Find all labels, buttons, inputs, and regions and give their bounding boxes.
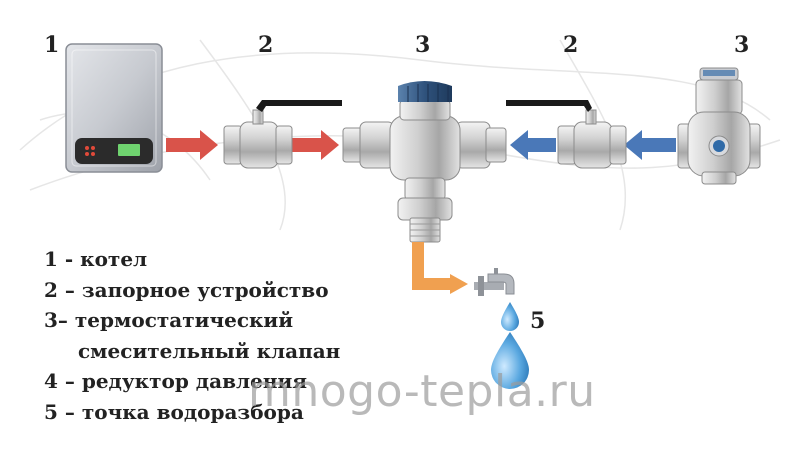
thermostatic-mixing-valve-icon: [342, 81, 507, 243]
legend-item: 2 – запорное устройство: [44, 277, 329, 302]
mixed-water-arrow: [412, 242, 468, 294]
legend-item: 5 – точка водоразбора: [44, 399, 304, 424]
tap-icon: [474, 268, 515, 296]
legend-item: 1 - котел: [44, 247, 148, 271]
pressure-reducer-icon: [677, 67, 761, 185]
boiler-icon: [65, 43, 163, 173]
legend: 1 - котел 2 – запорное устройство 3– тер…: [44, 244, 340, 427]
cold-arrow-1: [510, 130, 556, 160]
ball-valve-right-icon: [506, 100, 627, 169]
watermark: mnogo-tepla.ru: [248, 366, 596, 417]
label-valve-right-number: 2: [563, 32, 579, 58]
label-valve-left-number: 2: [258, 32, 274, 58]
label-boiler-number: 1: [44, 32, 60, 58]
legend-item: 4 – редуктор давления: [44, 369, 308, 393]
legend-item: смесительный клапан: [78, 338, 341, 363]
hot-arrow-2: [291, 130, 339, 160]
label-mixer-number: 3: [415, 32, 431, 58]
hot-arrow-1: [166, 130, 218, 160]
ball-valve-left-icon: [223, 100, 342, 169]
legend-item: 3– термостатический: [44, 308, 294, 332]
water-drop-large-icon: [491, 332, 529, 389]
label-reducer-number: 3: [734, 32, 750, 58]
water-drop-small-icon: [501, 302, 519, 331]
label-tap-number: 5: [530, 308, 546, 334]
cold-arrow-2: [624, 130, 676, 160]
